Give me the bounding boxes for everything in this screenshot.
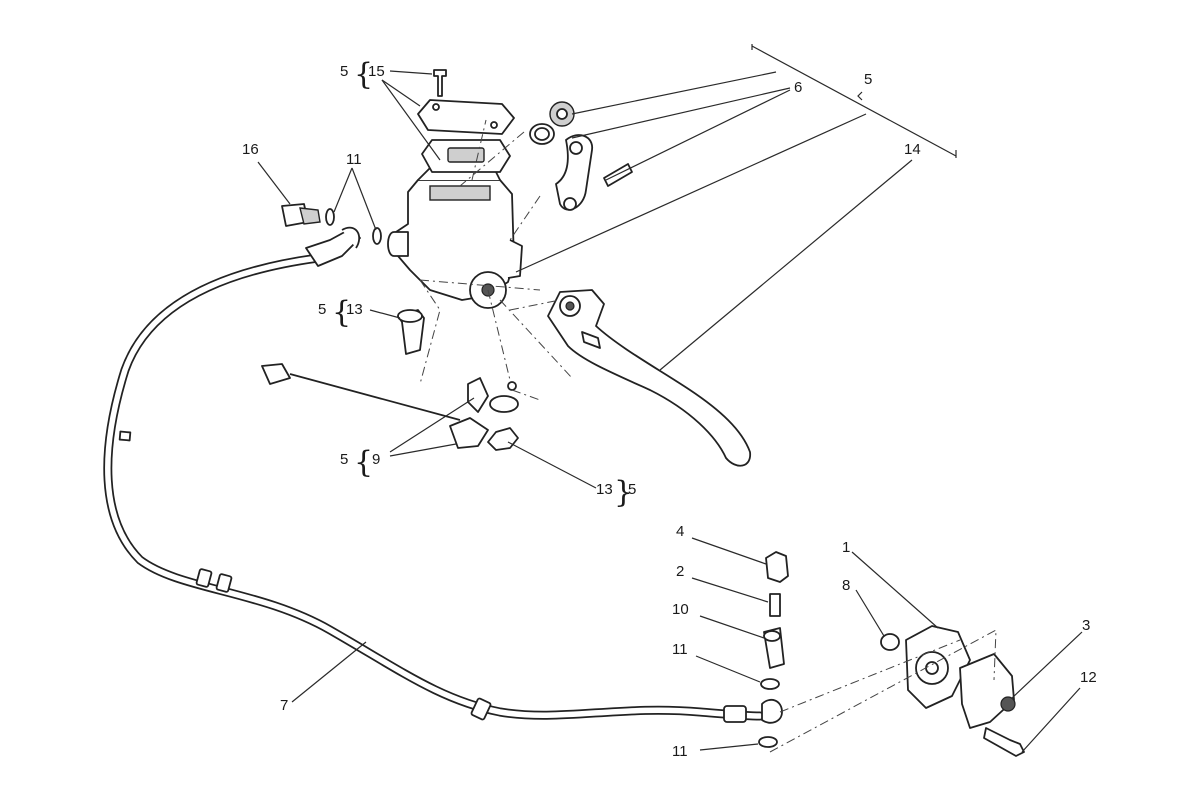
label-10-banjo-bolt: 10 xyxy=(672,601,689,618)
kit-bracket xyxy=(751,44,957,158)
label-12-screw: 12 xyxy=(1080,669,1097,686)
brace-reservoir-kit: { xyxy=(354,57,373,92)
label-4-fitting: 4 xyxy=(676,523,684,540)
label-5-pivot-kit: 5 xyxy=(318,301,326,318)
label-1-slave-cover: 1 xyxy=(842,539,850,556)
label-6-clamp: 6 xyxy=(794,79,802,96)
brace-switch-kit: { xyxy=(354,445,373,480)
slave-fittings xyxy=(758,551,789,748)
label-11-washers-upper: 11 xyxy=(346,151,362,168)
label-5-switch-kit: 5 xyxy=(340,451,348,468)
assembly-lines xyxy=(419,119,997,753)
label-9-switch: 9 xyxy=(372,451,380,468)
part-labels: 5 5 { 15 6 16 11 14 5 { 13 5 { 9 13 } 5 … xyxy=(242,57,1097,760)
brace-nut-kit: } xyxy=(614,475,633,510)
label-13-nut: 13 xyxy=(596,481,613,498)
label-13-pivot-bolt: 13 xyxy=(346,301,363,318)
label-11-washer-mid: 11 xyxy=(672,641,688,658)
label-7-hose: 7 xyxy=(280,697,288,714)
label-14-lever: 14 xyxy=(904,141,921,158)
clutch-lever xyxy=(547,289,751,467)
reservoir-cover-assembly xyxy=(417,69,515,173)
handlebar-clamp xyxy=(529,101,633,211)
banjo-bolt-upper xyxy=(281,203,382,245)
pivot-bolt xyxy=(397,309,425,355)
leader-lines xyxy=(257,70,1083,753)
clutch-switch xyxy=(261,363,519,451)
brace-pivot-kit: { xyxy=(332,295,351,330)
label-16-banjo-bolt: 16 xyxy=(242,141,259,158)
clutch-hose xyxy=(103,226,765,723)
label-15-cover: 15 xyxy=(368,63,385,80)
label-5-reservoir-kit: 5 xyxy=(340,63,348,80)
label-11-washer-low: 11 xyxy=(672,743,688,760)
label-2-bleed-valve: 2 xyxy=(676,563,684,580)
label-5-nut-kit: 5 xyxy=(628,481,636,498)
label-kit-5-top: 5 xyxy=(864,71,872,88)
label-3-slave-cylinder: 3 xyxy=(1082,617,1090,634)
label-8-seal: 8 xyxy=(842,577,850,594)
slave-cylinder xyxy=(880,625,1025,757)
